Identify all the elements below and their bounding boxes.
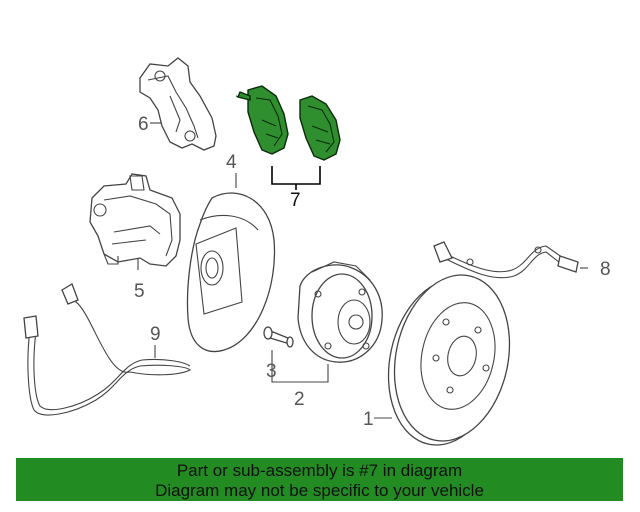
hub-bolt-part[interactable]	[263, 326, 294, 348]
leader-lines	[137, 122, 588, 419]
callout-2: 2	[294, 389, 305, 410]
caliper-part[interactable]	[89, 173, 181, 267]
notice-banner: Part or sub-assembly is #7 in diagram Di…	[16, 458, 623, 501]
splash-shield-part[interactable]	[186, 192, 276, 353]
callout-5: 5	[134, 281, 145, 302]
callout-7: 7	[290, 190, 301, 211]
brake-rotor-part[interactable]	[374, 264, 524, 456]
wear-sensor-harness-part[interactable]	[23, 283, 191, 416]
caliper-bracket-part[interactable]	[139, 57, 217, 151]
banner-line-part-number: Part or sub-assembly is #7 in diagram	[176, 461, 463, 480]
hub-bearing-part[interactable]	[297, 261, 383, 363]
callout-4: 4	[226, 152, 237, 173]
brake-pads-part[interactable]	[235, 85, 341, 161]
outer-brake-pad	[299, 95, 341, 161]
callout-1: 1	[363, 409, 374, 430]
inner-brake-pad	[235, 85, 289, 155]
callout-8: 8	[600, 259, 611, 280]
callout-9: 9	[150, 324, 161, 345]
abs-sensor-part[interactable]	[433, 241, 579, 279]
callout-6: 6	[138, 114, 149, 135]
callout-3: 3	[266, 361, 277, 382]
banner-line-disclaimer: Diagram may not be specific to your vehi…	[155, 481, 484, 500]
